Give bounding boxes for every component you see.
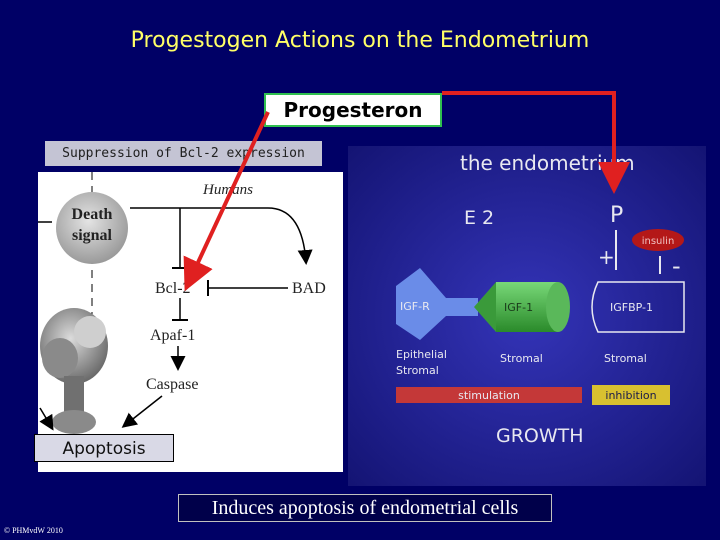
left-arrow-to-apoptosis: [39, 407, 54, 431]
insulin-label: insulin: [642, 236, 675, 247]
igfr-label: IGF-R: [400, 300, 430, 313]
caption-box: Induces apoptosis of endometrial cells: [178, 494, 552, 522]
progesteron-box: Progesteron: [264, 93, 442, 127]
insulin-ellipse: [632, 229, 684, 251]
caspase-label: Caspase: [146, 376, 198, 393]
epithelial-label: Epithelial: [396, 348, 447, 361]
suppression-bcl2-box: Suppression of Bcl-2 expression: [45, 141, 322, 166]
apoptosis-pathway-diagram: Death signal Humans Bcl-2 BAD Apaf-1 Cas…: [38, 172, 326, 434]
apoptosis-box: Apoptosis: [34, 434, 174, 462]
apoptosis-pathway-panel: Death signal Humans Bcl-2 BAD Apaf-1 Cas…: [38, 172, 343, 472]
humans-label: Humans: [202, 182, 253, 198]
endometrium-photo-panel: the endometrium E 2 P insulin + - IGF-R …: [348, 146, 706, 486]
death-signal-circle: [56, 192, 128, 264]
stromal-mid-label: Stromal: [500, 352, 543, 365]
igfbp1-box: [591, 281, 685, 333]
progesteron-to-bcl2-arrow: [183, 111, 270, 292]
epithelial-stromal-label: Stromal: [396, 364, 439, 377]
slide-title: Progestogen Actions on the Endometrium: [130, 28, 590, 53]
stimulation-bar: [396, 387, 582, 403]
stromal-right-label: Stromal: [604, 352, 647, 365]
apaf1-label: Apaf-1: [150, 327, 195, 344]
bcl2-label: Bcl-2: [155, 280, 191, 297]
plus-sign: +: [598, 245, 615, 269]
death-to-bad-arrow: [130, 207, 313, 265]
bad-label: BAD: [292, 280, 326, 297]
igf1-arrowhead: [474, 282, 496, 332]
minus-sign: -: [672, 252, 681, 280]
copyright-footer: © PHMvdW 2010: [4, 526, 63, 535]
death-signal-text-1: Death: [72, 206, 113, 223]
p-label: P: [610, 203, 623, 228]
igf1-cylinder-end: [546, 282, 570, 332]
igfr-receptor-shape: [396, 268, 478, 340]
death-signal-text-2: signal: [72, 227, 113, 244]
igf1-label: IGF-1: [504, 301, 533, 314]
apoptosis-cloud-image: [40, 308, 108, 434]
inhibition-bar: [592, 385, 670, 405]
igfbp1-label: IGFBP-1: [610, 301, 653, 314]
growth-label: GROWTH: [496, 425, 584, 447]
endometrium-diagram: the endometrium E 2 P insulin + - IGF-R …: [348, 146, 706, 486]
stimulation-label: stimulation: [458, 389, 520, 402]
inhibition-label: inhibition: [605, 389, 656, 402]
caspase-to-apoptosis-arrow: [121, 395, 163, 428]
e2-label: E 2: [464, 207, 494, 229]
progesteron-to-p-arrow: [442, 91, 630, 194]
